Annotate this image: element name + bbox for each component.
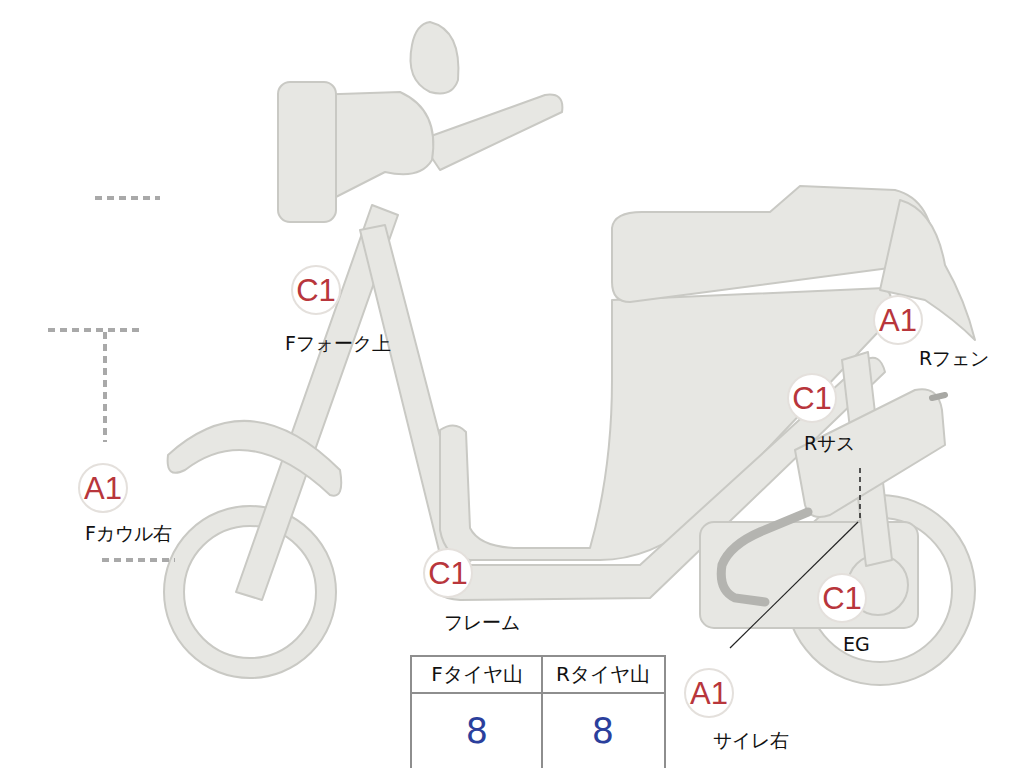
part-name: Rサス — [804, 433, 855, 454]
part-name: フレーム — [444, 612, 520, 633]
part-name: サイレ右 — [713, 730, 789, 751]
callout-circle: C1 — [787, 373, 837, 423]
muffler-tip — [932, 395, 945, 398]
callout-node: C1フレーム — [423, 548, 473, 598]
callout-circle: C1 — [817, 573, 867, 623]
callout-node: C1EG — [817, 573, 867, 623]
leader-dash — [859, 468, 861, 520]
table-cell: 8 — [412, 692, 542, 768]
callout-circle: A1 — [78, 463, 128, 513]
part-name: EG — [843, 634, 870, 655]
table-cell: 8 — [542, 692, 664, 768]
part-name: Rフェン — [919, 348, 989, 369]
tire-table: Fタイヤ山 Rタイヤ山 8 8 — [410, 655, 666, 768]
headlight — [278, 82, 336, 222]
table-cell: Rタイヤ山 — [542, 657, 664, 692]
callout-code: C1 — [792, 383, 832, 414]
cowl-dash — [103, 332, 107, 442]
callout-circle: A1 — [873, 295, 923, 345]
part-name: Fフォーク上 — [285, 333, 391, 354]
table-value: 8 — [592, 711, 614, 751]
cowl-dash — [102, 558, 175, 562]
callout-code: A1 — [84, 473, 122, 504]
callout-code: C1 — [428, 558, 468, 589]
callout-circle: C1 — [291, 265, 341, 315]
callout-circle: C1 — [423, 548, 473, 598]
table-value: 8 — [466, 711, 488, 751]
table-header: Rタイヤ山 — [556, 661, 650, 688]
exhaust-pipe — [721, 512, 808, 602]
callout-code: A1 — [690, 678, 728, 709]
front-fender — [168, 421, 342, 496]
callout-node: A1サイレ右 — [684, 668, 734, 718]
callout-node: A1Fカウル右 — [78, 463, 128, 513]
callout-code: C1 — [296, 275, 336, 306]
callout-code: C1 — [822, 583, 862, 614]
callout-node: A1Rフェン — [873, 295, 923, 345]
rear-fender — [880, 200, 975, 340]
table-header: Fタイヤ山 — [431, 661, 523, 688]
callout-circle: A1 — [684, 668, 734, 718]
cowl-dash — [48, 328, 140, 332]
table-cell: Fタイヤ山 — [412, 657, 542, 692]
part-name: Fカウル右 — [85, 523, 172, 544]
handlebar — [420, 95, 562, 170]
table-rule — [541, 657, 543, 768]
mirror — [410, 22, 458, 94]
callout-node: C1Rサス — [787, 373, 837, 423]
callout-node: C1Fフォーク上 — [291, 265, 341, 315]
table-rule — [412, 692, 664, 694]
cowl-dash — [95, 196, 160, 200]
callout-code: A1 — [879, 305, 917, 336]
